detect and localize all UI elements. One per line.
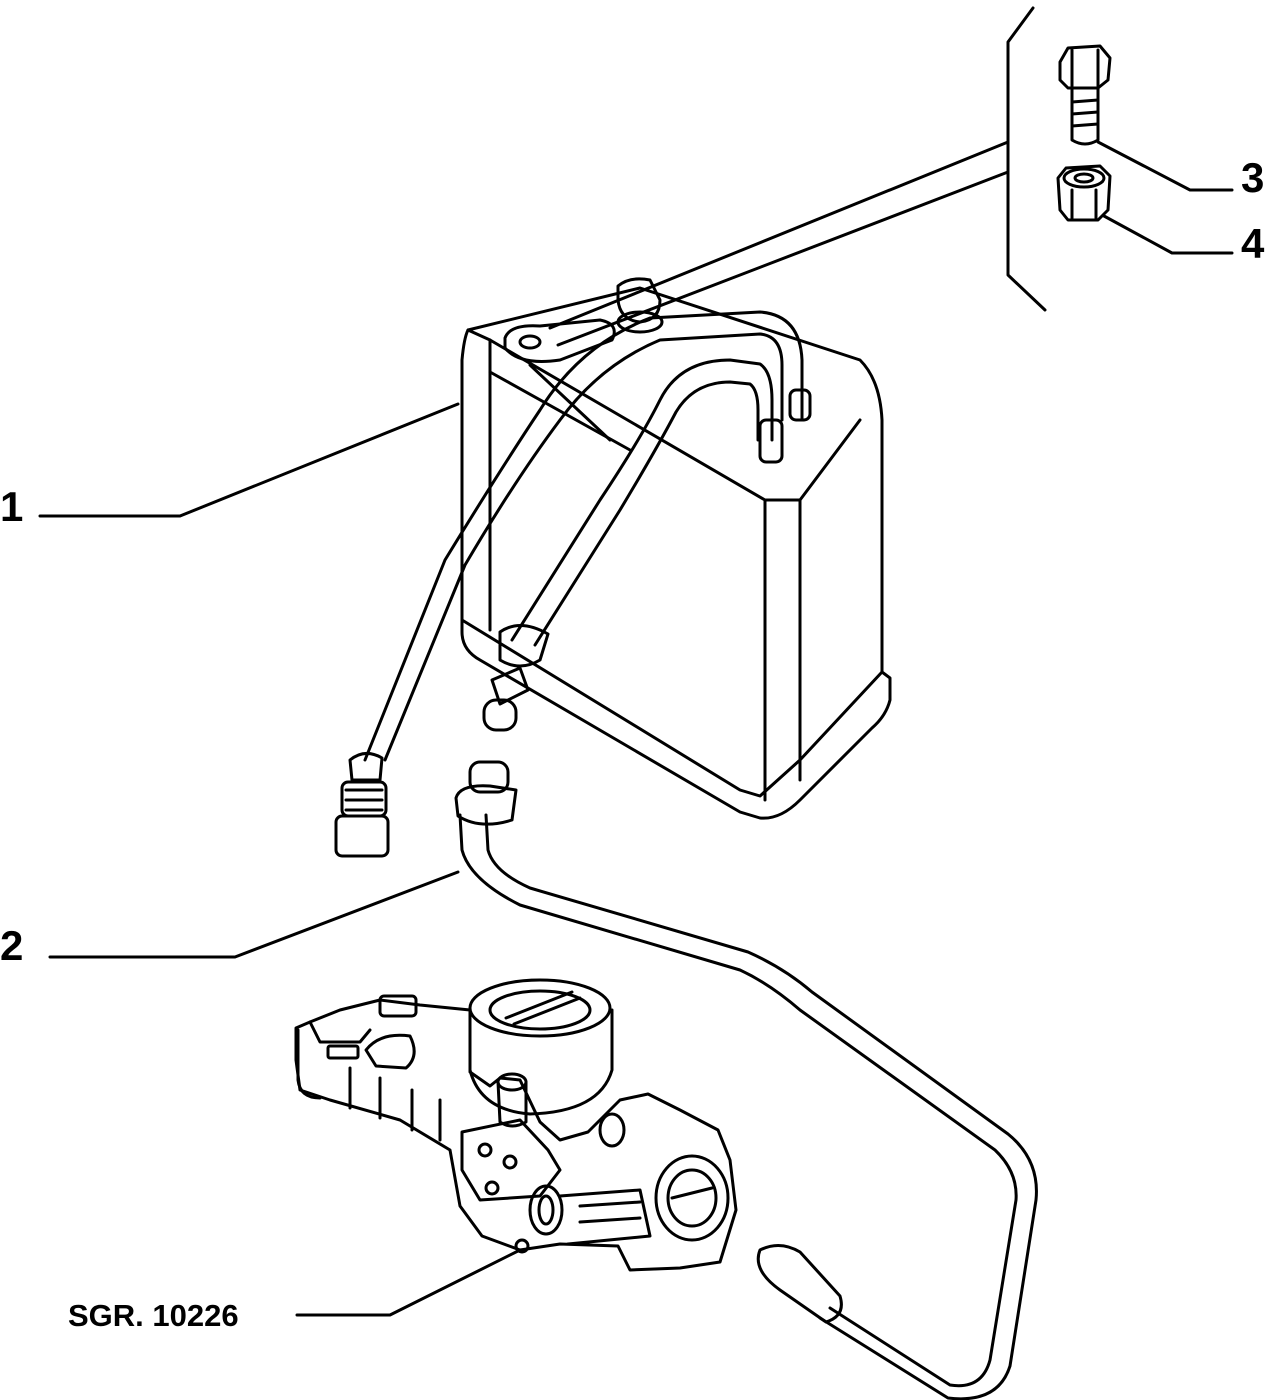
detail-bracket: [548, 6, 1047, 347]
leader-part-2: [48, 870, 460, 959]
callout-part-4: 4: [1241, 220, 1265, 267]
leader-reference: [295, 1248, 522, 1317]
pipe-part: [454, 760, 1038, 1400]
throttle-body-assembly: [294, 978, 738, 1272]
leader-lines: [38, 140, 1234, 1317]
callout-part-3: 3: [1241, 154, 1265, 201]
leader-part-4: [1102, 214, 1234, 255]
leader-part-3: [1096, 140, 1234, 192]
nut-part: [1056, 164, 1112, 222]
bolt-part: [1058, 44, 1112, 146]
callout-part-2: 2: [0, 922, 24, 969]
canister-part: [460, 277, 892, 820]
leader-part-1: [38, 402, 460, 518]
reference-label: SGR. 10226: [68, 1298, 239, 1333]
canister-hoses: [334, 310, 804, 858]
callout-part-1: 1: [0, 483, 24, 530]
